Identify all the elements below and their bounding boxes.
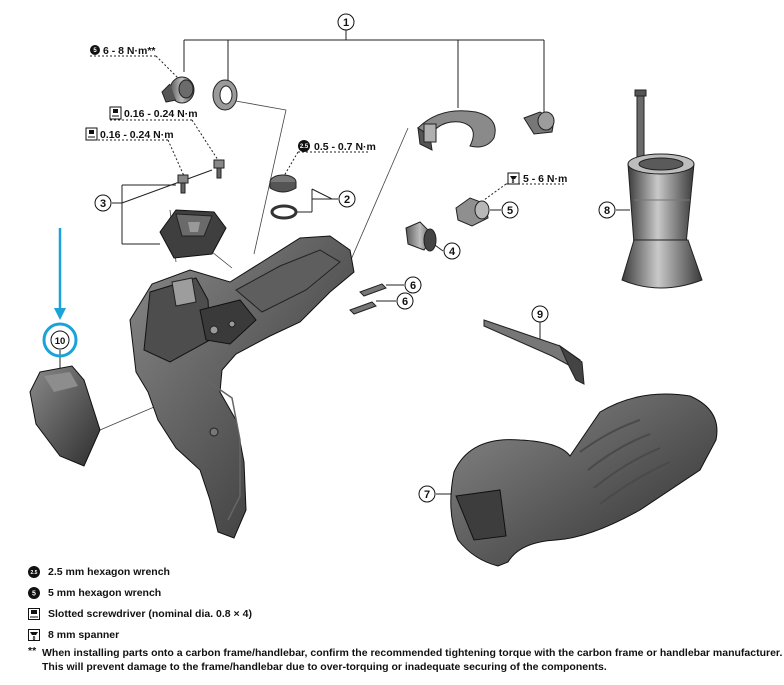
torque-label-cap-screw: 2.5 0.5 - 0.7 N·m (298, 140, 376, 153)
svg-text:2.5: 2.5 (31, 570, 38, 576)
svg-text:9: 9 (537, 309, 543, 321)
band-clamp (417, 110, 496, 151)
note-line-1: When installing parts onto a carbon fram… (42, 647, 783, 659)
slotted-screwdriver-icon (109, 106, 122, 120)
svg-text:5 - 6 N·m: 5 - 6 N·m (523, 173, 567, 185)
svg-text:3: 3 (100, 198, 106, 210)
legend-item-hex-2.5: 2.5 2.5 mm hexagon wrench (28, 561, 768, 582)
torque-label-clamp-bolt: 5 6 - 8 N·m** (90, 45, 156, 57)
lower-cover (29, 365, 101, 467)
hex-wrench-2.5-icon: 2.5 (28, 565, 40, 578)
callout-9: 9 (531, 305, 549, 323)
svg-text:6: 6 (410, 280, 416, 292)
svg-text:10: 10 (55, 336, 66, 347)
installation-tool (621, 89, 703, 289)
legend-item-slotted-screwdriver: Slotted screwdriver (nominal dia. 0.8 × … (28, 603, 768, 624)
callout-2: 2 (338, 190, 356, 208)
callout-3: 3 (94, 194, 112, 212)
legend-item-hex-5: 5 5 mm hexagon wrench (28, 582, 768, 603)
callout-1: 1 (337, 13, 355, 31)
svg-text:0.16 - 0.24 N·m: 0.16 - 0.24 N·m (100, 129, 174, 141)
hex-nut (455, 197, 490, 227)
callout-6-upper: 6 (404, 276, 422, 294)
sleeve (405, 221, 437, 252)
pin-lower (349, 301, 377, 315)
pin-upper (359, 283, 387, 297)
svg-text:8: 8 (33, 636, 36, 641)
callout-4: 4 (443, 242, 461, 260)
callout-5: 5 (501, 201, 519, 219)
hex-wrench-2.5-icon (298, 140, 310, 152)
callout-10: 10 (50, 330, 70, 350)
torque-label-screw-lower: 0.16 - 0.24 N·m (85, 127, 174, 141)
legend-label: 5 mm hexagon wrench (48, 586, 162, 599)
note-marker: ** (28, 645, 37, 657)
torque-label-screw-upper: 0.16 - 0.24 N·m (109, 106, 198, 120)
spanner-8-icon: 8 (28, 628, 40, 641)
svg-text:2: 2 (344, 194, 350, 206)
screw-lower (177, 174, 189, 194)
slotted-screwdriver-icon (85, 127, 98, 141)
svg-text:6: 6 (402, 296, 408, 308)
highlight-circle (42, 322, 78, 358)
highlight-arrow (54, 228, 66, 320)
slotted-screwdriver-icon (28, 607, 40, 620)
legend-label: Slotted screwdriver (nominal dia. 0.8 × … (48, 607, 252, 620)
svg-text:8: 8 (512, 179, 515, 185)
legend-item-spanner-8: 8 8 mm spanner (28, 624, 768, 645)
torque-label-nut: 8 5 - 6 N·m (507, 172, 567, 185)
callout-7: 7 (418, 485, 436, 503)
rubber-hood (450, 393, 718, 567)
legend-label: 8 mm spanner (48, 628, 120, 641)
svg-text:1: 1 (343, 17, 349, 29)
tool-legend: 2.5 2.5 mm hexagon wrench 5 5 mm hexagon… (28, 561, 768, 645)
legend-label: 2.5 mm hexagon wrench (48, 565, 170, 578)
washer-ring (212, 79, 238, 111)
callout-6-lower: 6 (396, 292, 414, 310)
clamp-nut (523, 111, 555, 135)
svg-text:8: 8 (604, 205, 610, 217)
svg-text:5: 5 (93, 48, 97, 54)
note-line-2: This will prevent damage to the frame/ha… (42, 661, 607, 673)
cap-screw (269, 174, 297, 193)
carbon-frame-note: ** When installing parts onto a carbon f… (28, 645, 783, 674)
svg-text:5: 5 (32, 590, 36, 597)
pin-tool (483, 319, 585, 385)
hex-wrench-5-icon: 5 (28, 586, 40, 599)
svg-text:0.5 - 0.7 N·m: 0.5 - 0.7 N·m (314, 141, 376, 153)
cover-plate (159, 209, 227, 259)
hex-wrench-5-icon (90, 45, 100, 55)
svg-text:6 - 8 N·m**: 6 - 8 N·m** (103, 45, 156, 57)
callout-8: 8 (598, 201, 616, 219)
svg-text:4: 4 (449, 246, 456, 258)
lever-body (129, 235, 355, 539)
svg-text:2.5: 2.5 (300, 144, 309, 150)
svg-text:5: 5 (507, 205, 513, 217)
spanner-8-icon (507, 172, 520, 185)
svg-text:0.16 - 0.24 N·m: 0.16 - 0.24 N·m (124, 108, 198, 120)
screw-upper (213, 159, 225, 179)
svg-text:7: 7 (424, 489, 430, 501)
o-ring (270, 204, 298, 220)
clamp-bolt (161, 76, 195, 104)
